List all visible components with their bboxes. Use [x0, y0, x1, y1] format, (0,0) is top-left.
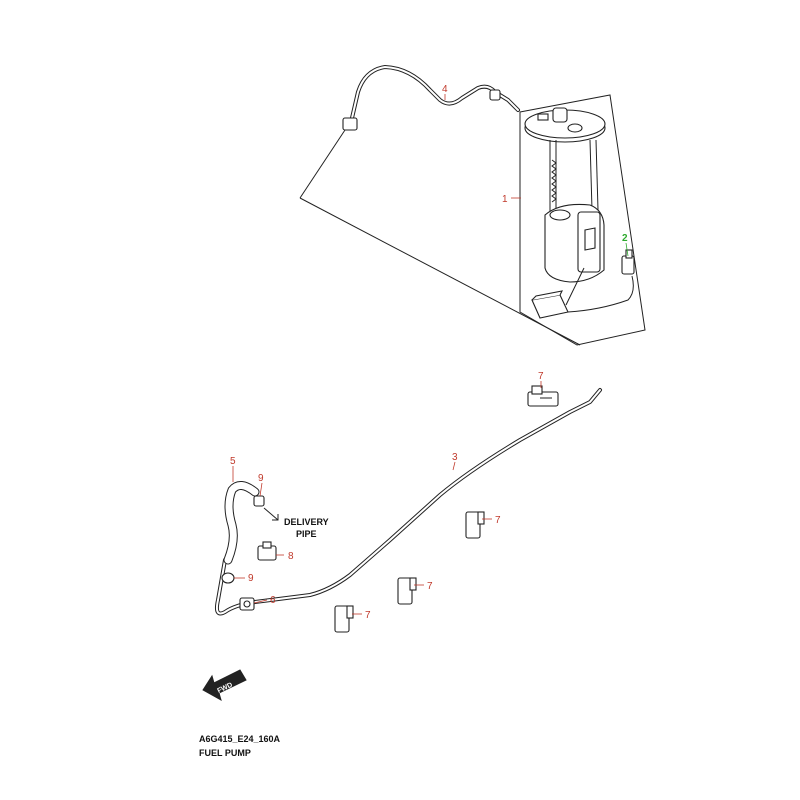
fuel-hose-part-5[interactable] — [223, 481, 260, 565]
hose-clamp-part-9-lower[interactable] — [221, 572, 235, 584]
leader-pipe-3-to-box — [299, 197, 581, 346]
callout-9-upper[interactable]: 9 — [258, 473, 264, 484]
callout-1[interactable]: 1 — [502, 194, 508, 205]
diagram-title: FUEL PUMP — [199, 748, 251, 758]
callout-5[interactable]: 5 — [230, 456, 236, 467]
fwd-arrow-icon: FWD — [202, 669, 247, 702]
pipe-clip-part-7-top[interactable] — [527, 385, 559, 407]
callout-8[interactable]: 8 — [288, 551, 294, 562]
diagram-code: A6G415_E24_160A — [199, 734, 281, 744]
callout-3[interactable]: 3 — [452, 452, 458, 463]
delivery-pipe-arrow — [263, 507, 279, 521]
delivery-pipe-label-line1: DELIVERY — [284, 517, 329, 527]
pipe-clip-part-7-bottom[interactable] — [334, 605, 354, 633]
connector-part-2[interactable] — [621, 249, 635, 275]
callout-7-top[interactable]: 7 — [538, 371, 544, 382]
pipe-clip-part-7-right[interactable] — [465, 511, 485, 539]
hose-clamp-part-9-upper[interactable] — [253, 495, 265, 507]
fuel-feed-pipe-part-3[interactable] — [214, 388, 602, 616]
fuel-pipe-part-4[interactable] — [342, 65, 520, 131]
callout-6[interactable]: 6 — [270, 595, 276, 606]
clamp-part-8[interactable] — [257, 541, 277, 561]
callout-9-lower[interactable]: 9 — [248, 573, 254, 584]
clamp-part-6[interactable] — [239, 597, 255, 611]
leader-pipe-4-to-box — [299, 129, 346, 199]
callout-7-bottom[interactable]: 7 — [365, 610, 371, 621]
pipe-clip-part-7-middle[interactable] — [397, 577, 417, 605]
callout-2[interactable]: 2 — [622, 233, 628, 244]
delivery-pipe-label-line2: PIPE — [296, 529, 317, 539]
callout-4[interactable]: 4 — [442, 84, 448, 95]
callout-7-middle[interactable]: 7 — [427, 581, 433, 592]
callout-7-right[interactable]: 7 — [495, 515, 501, 526]
fuel-pump-assembly[interactable] — [519, 94, 646, 346]
